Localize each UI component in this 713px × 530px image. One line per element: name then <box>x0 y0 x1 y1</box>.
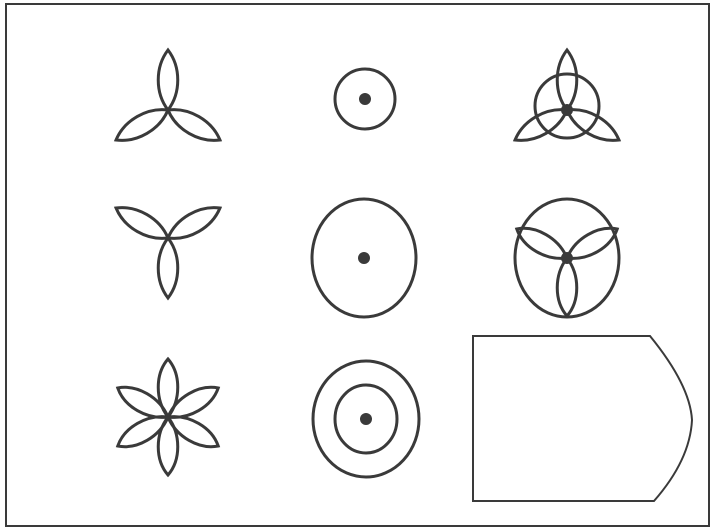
puzzle-frame <box>6 4 709 526</box>
three-petal-flower-down <box>111 200 225 298</box>
large-circle-with-dot <box>312 199 416 317</box>
three-petal-flower-down-in-circle <box>512 199 622 317</box>
double-circle-with-dot <box>313 361 419 477</box>
three-petal-flower-up-in-circle <box>510 50 624 148</box>
six-petal-flower <box>113 359 223 475</box>
three-petal-flower-up <box>111 50 225 148</box>
answer-box[interactable] <box>473 336 692 501</box>
small-circle-with-dot <box>335 69 395 129</box>
